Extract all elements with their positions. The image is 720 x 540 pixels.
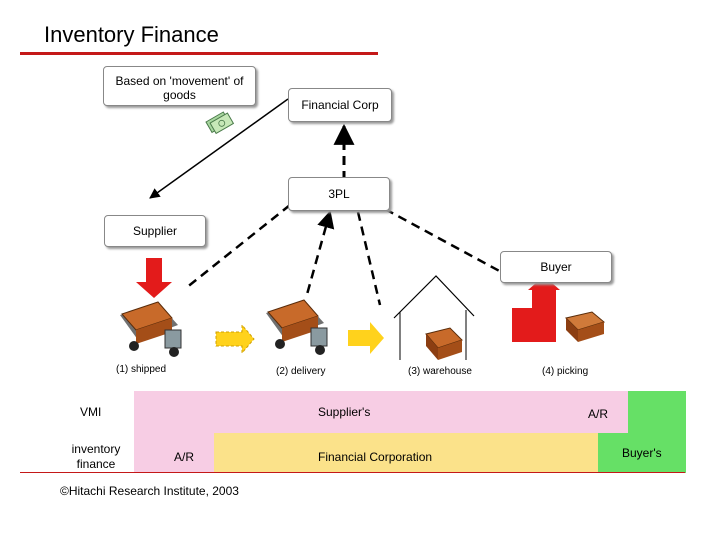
3pl-link-1 <box>185 204 291 289</box>
finance-band <box>214 433 598 473</box>
financial-corporation-band-label: Financial Corporation <box>318 450 433 464</box>
copyright: ©Hitachi Research Institute, 2003 <box>60 484 239 498</box>
stage-warehouse: (3) warehouse <box>408 366 472 377</box>
3pl-link-3 <box>356 211 382 306</box>
truck-1-icon <box>120 301 182 357</box>
buyers-band-label: Buyer's <box>622 446 662 460</box>
ar-finance-label: A/R <box>174 450 195 464</box>
truck-2-icon <box>266 299 328 355</box>
finance-band-ar <box>134 433 214 473</box>
shipped-arrow <box>215 323 255 355</box>
vmi-band <box>134 391 686 433</box>
financial-corp-node: Financial Corp <box>288 88 392 122</box>
movement-callout: Based on 'movement' of goods <box>103 66 256 106</box>
stage-shipped: (1) shipped <box>116 364 167 375</box>
inventory-finance-row-label: inventory finance <box>71 442 121 471</box>
3pl-link-2 <box>304 210 335 299</box>
title-underline <box>20 52 378 55</box>
buyer-box-icon <box>565 311 606 342</box>
supplier-down-arrow <box>136 258 172 298</box>
warehouse-icon <box>393 275 475 360</box>
buyer-node: Buyer <box>500 251 612 283</box>
supplier-node: Supplier <box>104 215 206 247</box>
page-title: Inventory Finance <box>44 22 219 47</box>
3pl-link-4 <box>371 200 517 282</box>
ar-vmi-label: A/R <box>588 407 609 421</box>
financing-line <box>149 98 289 199</box>
vmi-row-label: VMI <box>80 405 102 419</box>
buyer-band-finance <box>598 433 686 473</box>
suppliers-band-label: Supplier's <box>318 405 371 419</box>
footer-rule <box>20 472 685 473</box>
delivery-arrow <box>348 322 384 354</box>
3pl-node: 3PL <box>288 177 390 211</box>
buyer-band-vmi <box>628 391 686 433</box>
stage-picking: (4) picking <box>542 366 589 377</box>
money-icon <box>205 111 235 135</box>
stage-delivery: (2) delivery <box>276 366 326 377</box>
